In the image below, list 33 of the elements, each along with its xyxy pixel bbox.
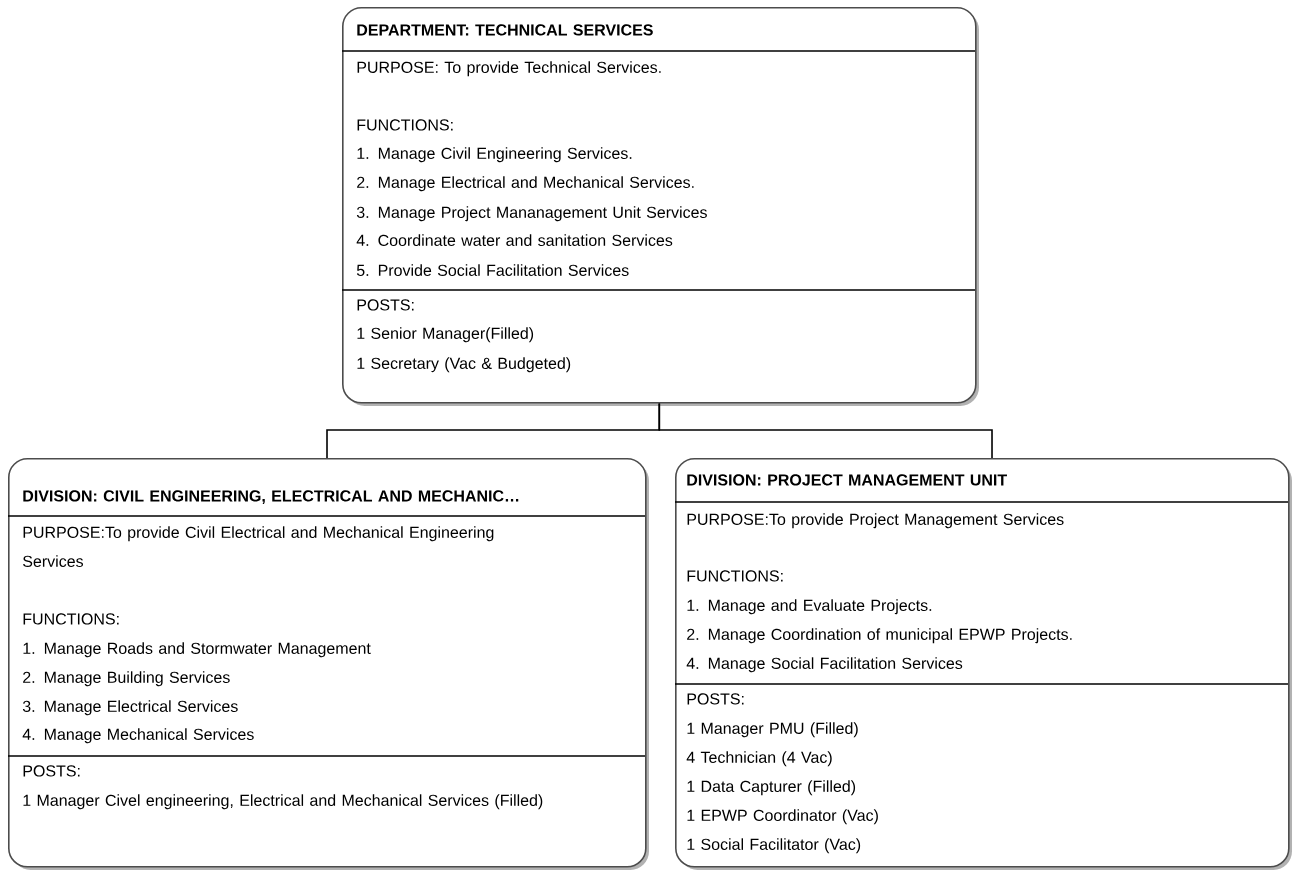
text-line: 1 Manager PMU (Filled) (687, 722, 858, 738)
text-line: FUNCTIONS: (23, 613, 119, 625)
text-line: FUNCTIONS: (687, 570, 783, 582)
text-line: 1 Manager Civel engineering, Electrical and Mechanical Services (Filled) (23, 794, 543, 810)
box-heading: DIVISION: PROJECT MANAGEMENT UNIT (687, 474, 1007, 486)
text-line: 1. Manage and Evaluate Projects. (687, 599, 932, 615)
text-line: FUNCTIONS: (357, 119, 453, 131)
box-heading: DIVISION: CIVIL ENGINEERING, ELECTRICAL AND MECHANIC… (23, 490, 519, 504)
text-line: 1 Senior Manager(Filled) (357, 327, 534, 343)
text-line: 5. Provide Social Facilitation Services (356, 264, 629, 276)
text-line: 1 Secretary (Vac & Budgeted) (357, 357, 571, 373)
text-line: 4 Technician (4 Vac) (686, 751, 832, 767)
text-line: 4. Coordinate water and sanitation Services (356, 234, 673, 246)
text-line: 2. Manage Electrical and Mechanical Services. (357, 176, 694, 192)
text-line: 4. Manage Social Facilitation Services (686, 657, 963, 673)
text-line: PURPOSE:To provide Project Management Services (687, 513, 1064, 529)
text-line: 1. Manage Civil Engineering Services. (357, 147, 632, 163)
text-line: 1 Data Capturer (Filled) (687, 780, 856, 796)
text-line: 4. Manage Mechanical Services (22, 728, 254, 744)
text-line: PURPOSE: To provide Technical Services. (357, 61, 661, 77)
text-line: 1. Manage Roads and Stormwater Management (23, 642, 371, 658)
text-line: 2. Manage Coordination of municipal EPWP Projects. (687, 628, 1072, 644)
box-heading: DEPARTMENT: TECHNICAL SERVICES (357, 24, 653, 36)
text-line: 1 Social Facilitator (Vac) (687, 838, 861, 854)
text-line: 3. Manage Electrical Services (22, 700, 238, 716)
text-line: 3. Manage Project Mananagement Unit Services (356, 206, 707, 222)
text-line: POSTS: (357, 299, 414, 311)
text-line: POSTS: (23, 765, 80, 777)
text-line: 1 EPWP Coordinator (Vac) (687, 809, 878, 825)
text-line: POSTS: (687, 693, 744, 705)
text-line: 2. Manage Building Services (23, 671, 230, 687)
text-line: PURPOSE:To provide Civil Electrical and Mechanical Engineering Services (23, 526, 494, 567)
connector-line (658, 402, 993, 459)
